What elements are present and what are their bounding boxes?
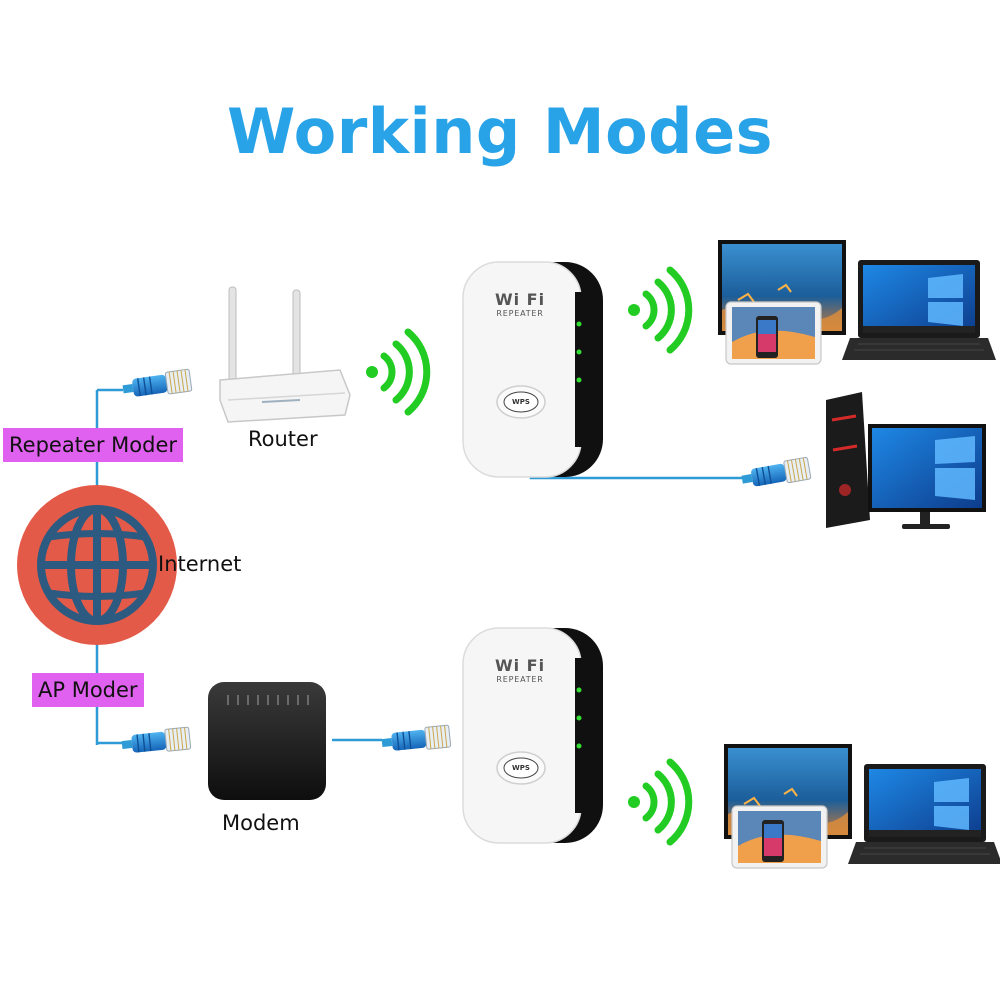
diagram-title: Working Modes: [226, 95, 774, 168]
router-label: Router: [248, 427, 318, 451]
internet-label: Internet: [158, 552, 242, 576]
repeater-brand-text: Wi Fi: [494, 290, 546, 309]
router-icon: [219, 286, 351, 423]
globe-icon: [17, 485, 177, 645]
repeater-brand-text: Wi Fi: [494, 656, 546, 675]
repeater-model-text: REPEATER: [496, 309, 544, 318]
repeater-brand-bottom: Wi Fi REPEATER: [470, 656, 570, 684]
ethernet-connector-icon: [380, 724, 452, 755]
wifi-signal-icon: [628, 762, 689, 842]
repeater-brand-top: Wi Fi REPEATER: [470, 290, 570, 318]
repeater-mode-tag: Repeater Moder: [3, 428, 183, 462]
ethernet-connector-icon: [120, 726, 192, 757]
modem-icon: [208, 682, 326, 800]
wps-button-bottom: WPS: [512, 764, 530, 772]
client-devices-bottom: [724, 744, 1000, 868]
ethernet-connector-icon: [120, 368, 193, 401]
modem-label: Modem: [222, 811, 300, 835]
wifi-signal-icon: [628, 270, 689, 350]
desktop-tower-icon: [826, 392, 870, 528]
client-devices-top: [718, 240, 996, 364]
ethernet-connector-icon: [739, 456, 812, 492]
wps-button-top: WPS: [512, 398, 530, 406]
repeater-model-text: REPEATER: [496, 675, 544, 684]
wifi-signal-icon: [366, 332, 427, 412]
monitor-icon: [868, 424, 986, 529]
ap-mode-tag: AP Moder: [32, 673, 144, 707]
